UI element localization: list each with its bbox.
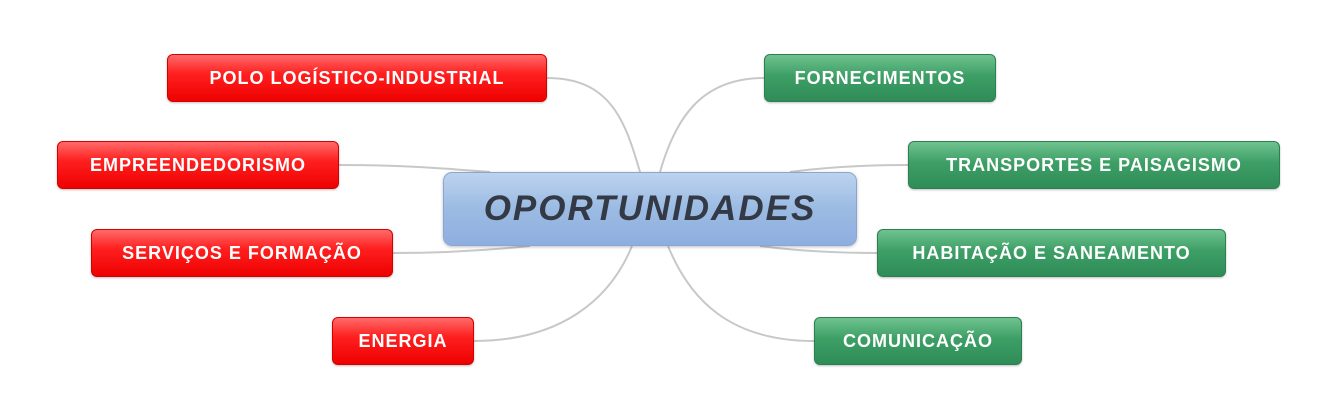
topic-transportes-e-paisagismo[interactable]: TRANSPORTES E PAISAGISMO [908,141,1280,189]
connector-transportes [789,164,909,173]
topic-label: HABITAÇÃO E SANEAMENTO [912,242,1191,263]
connector-fornecimentos [659,77,765,173]
topic-fornecimentos[interactable]: FORNECIMENTOS [764,54,996,102]
connector-empreendedorismo [338,164,491,173]
topic-servicos-e-formacao[interactable]: SERVIÇOS E FORMAÇÃO [91,229,393,277]
connector-comunicacao [667,245,815,342]
topic-comunicacao[interactable]: COMUNICAÇÃO [814,317,1022,365]
topic-label: EMPREENDEDORISMO [89,154,307,175]
topic-empreendedorismo[interactable]: EMPREENDEDORISMO [57,141,339,189]
topic-energia[interactable]: ENERGIA [332,317,474,365]
connector-polo-logistico [546,77,641,173]
central-topic-label: OPORTUNIDADES [483,189,817,228]
topic-label: TRANSPORTES E PAISAGISMO [946,154,1242,175]
topic-label: SERVIÇOS E FORMAÇÃO [122,242,362,263]
central-topic-oportunidades[interactable]: OPORTUNIDADES [443,172,857,246]
connector-habitacao [759,245,878,254]
topic-label: COMUNICAÇÃO [843,330,993,351]
topic-label: ENERGIA [358,330,448,351]
connector-servicos-formacao [392,245,531,254]
topic-label: FORNECIMENTOS [794,67,966,88]
connector-energia [473,245,633,342]
topic-habitacao-e-saneamento[interactable]: HABITAÇÃO E SANEAMENTO [877,229,1226,277]
topic-polo-logistico-industrial[interactable]: POLO LOGÍSTICO-INDUSTRIAL [167,54,547,102]
topic-label: POLO LOGÍSTICO-INDUSTRIAL [209,67,505,88]
